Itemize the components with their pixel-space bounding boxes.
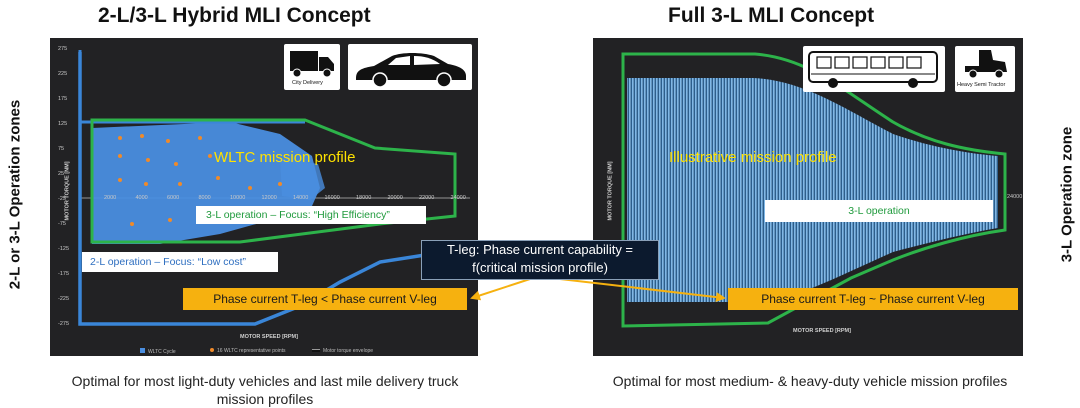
right-3l-operation-box: 3-L operation [765, 200, 993, 222]
right-title: Full 3-L MLI Concept [668, 4, 875, 27]
t-leg-callout: T-leg: Phase current capability = f(crit… [421, 240, 659, 280]
left-x-tick: 22000 [419, 195, 435, 201]
left-chart-panel: 275 225 175 125 75 25 -25 -75 -125 -175 -225 -275 2… [50, 38, 478, 356]
left-x-tick: 8000 [198, 195, 211, 201]
legend-points-swatch [210, 348, 214, 352]
left-x-tick: 24000 [450, 195, 466, 201]
right-phase-current-box: Phase current T-leg ~ Phase current V-le… [728, 288, 1018, 310]
left-y-tick: -225 [58, 296, 70, 302]
left-caption: Optimal for most light-duty vehicles and… [71, 373, 459, 407]
callout-line-1: T-leg: Phase current capability = [446, 242, 634, 257]
representative-point [168, 218, 172, 222]
left-y-tick: -125 [58, 246, 70, 252]
representative-point [278, 182, 282, 186]
left-y-tick: 125 [58, 121, 68, 127]
left-x-tick: 16000 [324, 195, 340, 201]
representative-point [216, 176, 220, 180]
car-icon-box [348, 44, 472, 90]
representative-point [118, 154, 122, 158]
right-y-axis-label: MOTOR TORQUE [NM] [607, 161, 614, 221]
bus-icon [808, 51, 938, 88]
representative-point [130, 222, 134, 226]
heavy-semi-tractor-caption: Heavy Semi Tractor [957, 82, 1006, 88]
city-delivery-icon-box: City Delivery [284, 44, 340, 90]
car-icon [356, 53, 466, 88]
right-side-label: 3-L Operation zone [1058, 126, 1076, 263]
left-title: 2-L/3-L Hybrid MLI Concept [98, 4, 371, 27]
legend-wltc-cycle: WLTC Cycle [140, 348, 176, 355]
city-delivery-caption: City Delivery [292, 80, 323, 86]
illustrative-mission-area [627, 78, 998, 302]
right-x-axis-label: MOTOR SPEED [RPM] [793, 328, 851, 334]
legend-envelope-swatch [312, 349, 320, 352]
representative-point [178, 182, 182, 186]
legend-envelope-text: Motor torque envelope [323, 348, 374, 354]
legend-wltc-text: WLTC Cycle [148, 349, 176, 355]
representative-point [208, 154, 212, 158]
arrow-to-left-box [470, 278, 531, 301]
right-chart-panel: 24000 MOTOR TORQUE [NM] MOTOR SPEED [RPM… [593, 38, 1023, 356]
right-mission-label: Illustrative mission profile [669, 149, 837, 166]
left-y-tick: 25 [58, 171, 65, 177]
representative-point [174, 162, 178, 166]
blue-envelope-top [78, 50, 305, 124]
delivery-truck-icon [290, 51, 334, 78]
representative-point [118, 136, 122, 140]
left-y-tick: -25 [58, 196, 66, 202]
representative-point [198, 136, 202, 140]
wltc-cycle-points [92, 122, 325, 244]
left-x-tick: 10000 [230, 195, 246, 201]
left-phase-current-box: Phase current T-leg < Phase current V-le… [183, 288, 467, 310]
left-x-tick: 2000 [104, 195, 117, 201]
left-x-tick: 20000 [387, 195, 403, 201]
left-y-tick: -275 [58, 321, 70, 327]
left-x-tick: 6000 [167, 195, 180, 201]
left-x-tick: 12000 [261, 195, 277, 201]
left-x-tick: 14000 [293, 195, 309, 201]
left-3l-operation-box: 3-L operation – Focus: “High Efficiency” [196, 206, 426, 224]
wltc-representative-points [118, 134, 282, 226]
legend-torque-envelope: Motor torque envelope [312, 348, 373, 354]
left-2l-operation-box: 2-L operation – Focus: “Low cost” [82, 252, 278, 272]
left-x-axis-label: MOTOR SPEED [RPM] [240, 334, 298, 340]
left-y-tick: 225 [58, 71, 68, 77]
left-y-tick: -75 [58, 221, 66, 227]
representative-point [248, 186, 252, 190]
representative-point [166, 139, 170, 143]
left-side-label: 2-L or 3-L Operation zones [6, 99, 24, 290]
left-y-axis-label: MOTOR TORQUE [NM] [64, 161, 71, 221]
left-mission-label: WLTC mission profile [214, 149, 356, 166]
semi-tractor-icon-box: Heavy Semi Tractor [955, 46, 1015, 92]
representative-point [146, 158, 150, 162]
left-y-tick: 275 [58, 46, 68, 52]
left-y-tick: 175 [58, 96, 68, 102]
representative-point [140, 134, 144, 138]
left-y-tick: 75 [58, 146, 65, 152]
legend-representative-points: 16 WLTC representative points [210, 348, 286, 354]
callout-line-2: f(critical mission profile) [472, 260, 608, 275]
left-x-tick: 4000 [135, 195, 148, 201]
legend-points-text: 16 WLTC representative points [217, 348, 286, 354]
left-y-tick: -175 [58, 271, 70, 277]
right-caption: Optimal for most medium- & heavy-duty ve… [612, 373, 1008, 389]
right-x-tick-24000: 24000 [1007, 194, 1023, 200]
representative-point [118, 178, 122, 182]
representative-point [144, 182, 148, 186]
left-x-tick: 18000 [356, 195, 372, 201]
semi-tractor-icon [965, 50, 1007, 79]
legend-wltc-swatch [140, 348, 145, 353]
bus-icon-box [803, 46, 945, 92]
